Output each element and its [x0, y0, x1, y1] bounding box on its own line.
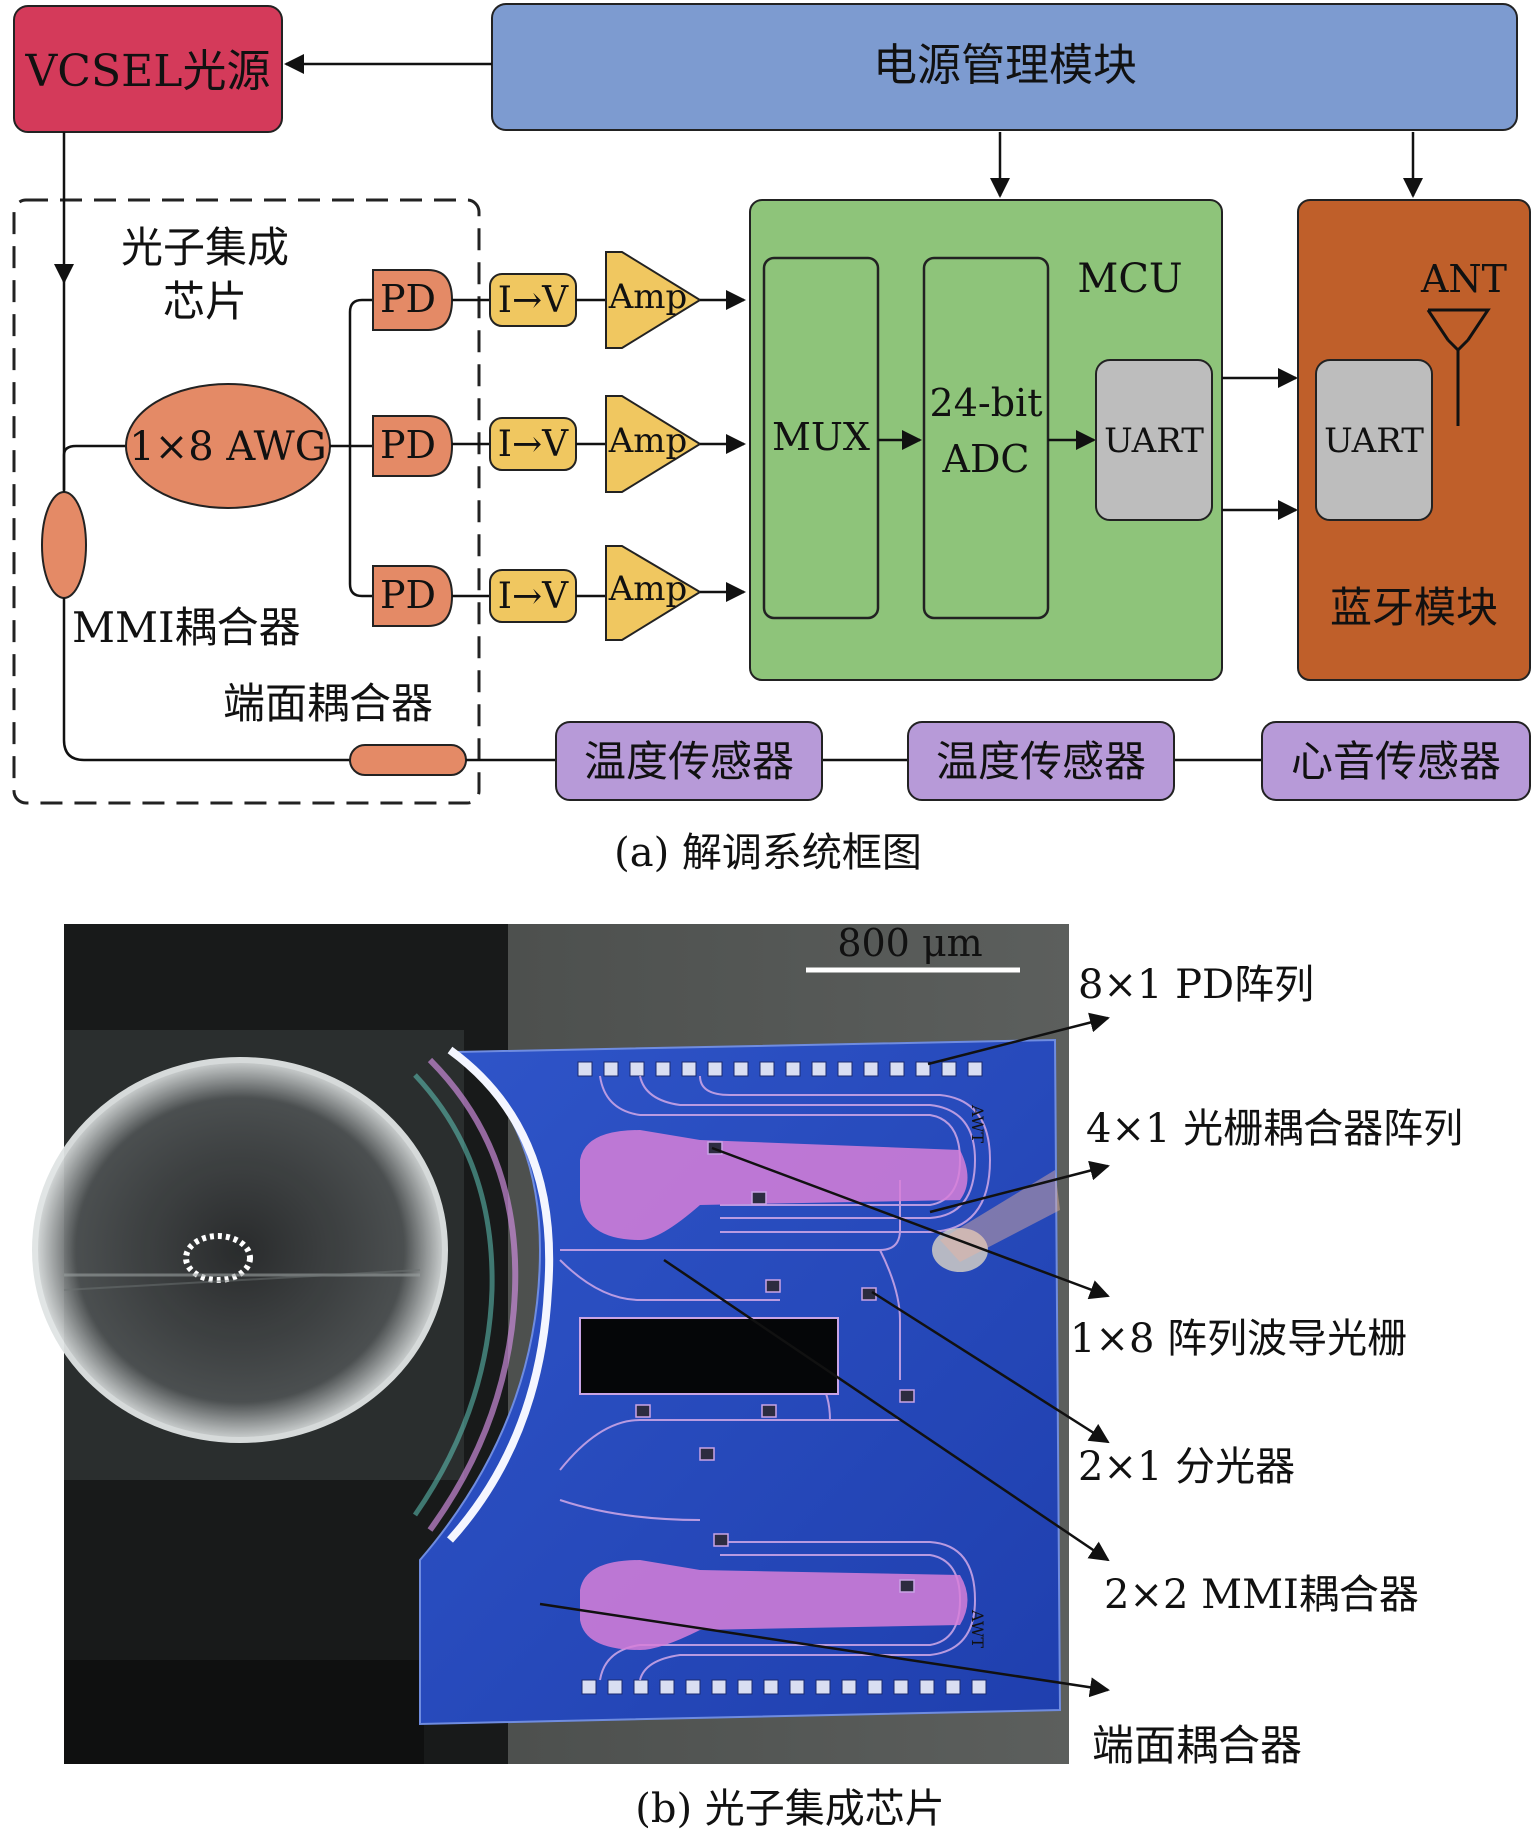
adc-label-line2: ADC [942, 437, 1030, 481]
pd-label: PD [380, 277, 436, 321]
sensor-box-1 [555, 721, 823, 801]
reference-region [579, 1317, 839, 1395]
vcsel-label: VCSEL光源 [25, 46, 271, 97]
antenna-icon [1426, 308, 1491, 426]
chip-title-line1: 光子集成 [121, 223, 289, 272]
mux-label: MUX [772, 415, 870, 459]
bluetooth-uart-box [1315, 359, 1433, 521]
amp-label: Amp [608, 421, 688, 461]
fiber-endface-edge [447, 1046, 554, 1543]
label-grating-coupler-array: 4×1 光栅耦合器阵列 [1086, 1106, 1463, 1152]
antenna-label: ANT [1420, 257, 1507, 301]
label-edge-coupler: 端面耦合器 [1092, 1721, 1302, 1770]
vcsel-box [13, 5, 283, 133]
label-pd-array: 8×1 PD阵列 [1078, 962, 1314, 1008]
edge-coupler-shape [349, 744, 467, 776]
bluetooth-module-label: 蓝牙模块 [1330, 583, 1498, 632]
awg-output-lines [330, 298, 373, 598]
adc-box [922, 256, 1050, 620]
chip-title-line2: 芯片 [163, 277, 247, 326]
sensor-box-3 [1261, 721, 1531, 801]
mcu-label: MCU [1077, 256, 1182, 302]
chip-mark-top: AWT [968, 1104, 987, 1143]
mmi-coupler-label: MMI耦合器 [72, 603, 301, 652]
panel-b-caption: (b) 光子集成芯片 [635, 1786, 945, 1832]
bluetooth-uart-label: UART [1324, 421, 1424, 461]
pd-pad-row-bottom [581, 1679, 987, 1695]
mux-box [762, 256, 880, 620]
pd-pad-row-top [577, 1061, 983, 1077]
grating-coupler-glow [932, 1228, 988, 1272]
pd-label: PD [380, 423, 436, 467]
sensor-box-2 [907, 721, 1175, 801]
photonic-chip-boundary [12, 198, 481, 805]
mmi-coupler-shape [41, 491, 87, 599]
waveguide-traces [559, 1075, 992, 1681]
fiber-core-ring [183, 1233, 253, 1283]
awg-region-bottom [580, 1560, 968, 1650]
amp-shape [605, 251, 702, 349]
sensor-label-3: 心音传感器 [1291, 737, 1501, 786]
label-mmi-coupler: 2×2 MMI耦合器 [1104, 1572, 1419, 1618]
amp-label: Amp [608, 277, 688, 317]
sensor-label-2: 温度传感器 [936, 737, 1146, 786]
mmi-to-edge-coupler-line [62, 598, 350, 762]
detector-row-3: PD I→V Amp [372, 545, 746, 641]
iv-label: I→V [498, 576, 569, 617]
sensor-label-1: 温度传感器 [584, 737, 794, 786]
scale-bar-label: 800 μm [837, 921, 982, 965]
power-module-label: 电源管理模块 [873, 40, 1137, 91]
panel-b-chip-photo: AWT AWT 800 μm 8×1 PD阵列 4×1 光栅耦合器阵列 1×8 … [32, 921, 1463, 1832]
panel-a-block-diagram: VCSEL光源 电源管理模块 光子集成 芯片 MMI耦合器 1×8 AWG 端面… [12, 3, 1531, 876]
mmi-and-splitter-blocks [635, 1141, 915, 1593]
iv-label: I→V [498, 280, 569, 321]
mcu-uart-box [1095, 359, 1213, 521]
pd-label: PD [380, 573, 436, 617]
amp-label: Amp [608, 569, 688, 609]
mcu-uart-label: UART [1104, 421, 1204, 461]
amp-shape [605, 395, 702, 493]
leader-lines [539, 1012, 1110, 1698]
chip-mark-bottom: AWT [968, 1609, 987, 1648]
mmi-to-awg-line [62, 444, 126, 492]
power-module-box [491, 3, 1518, 131]
edge-coupler-label: 端面耦合器 [223, 679, 433, 728]
awg-region-top [580, 1130, 968, 1240]
detector-row-2: PD I→V Amp [372, 395, 746, 493]
label-awg: 1×8 阵列波导光栅 [1070, 1316, 1407, 1362]
iv-label: I→V [498, 424, 569, 465]
detector-row-1: PD I→V Amp [372, 251, 746, 349]
fiber-lens [32, 1057, 448, 1443]
panel-a-caption: (a) 解调系统框图 [614, 830, 922, 876]
adc-label-line1: 24-bit [930, 381, 1043, 425]
pd-shape [372, 415, 454, 477]
label-splitter: 2×1 分光器 [1078, 1444, 1295, 1490]
amp-shape [605, 545, 702, 641]
awg-label: 1×8 AWG [129, 424, 326, 470]
